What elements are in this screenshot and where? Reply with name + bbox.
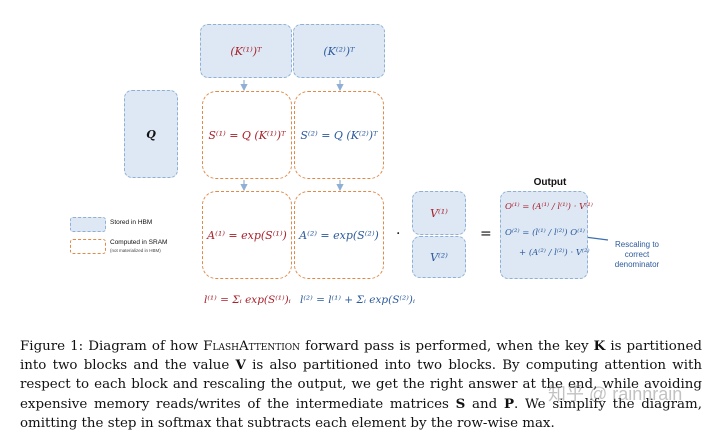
caption-p: P <box>503 395 515 412</box>
s2-formula: S⁽²⁾ = Q (K⁽²⁾)ᵀ <box>300 128 378 142</box>
s2-block: S⁽²⁾ = Q (K⁽²⁾)ᵀ <box>294 91 384 179</box>
a2-formula: A⁽²⁾ = exp(S⁽²⁾) <box>299 228 379 242</box>
legend-sram-swatch <box>70 239 106 254</box>
caption-part4: is also partitioned into two blocks. By … <box>20 358 702 412</box>
q-block: Q <box>124 90 178 178</box>
output-block: O⁽¹⁾ = (A⁽¹⁾ / l⁽¹⁾) · V⁽¹⁾ O⁽²⁾ = (l⁽¹⁾… <box>500 191 593 279</box>
s1-formula: S⁽¹⁾ = Q (K⁽¹⁾)ᵀ <box>208 128 286 142</box>
caption-v: V <box>235 357 246 374</box>
v2-block: V⁽²⁾ <box>412 236 466 278</box>
output-title: Output <box>533 177 567 188</box>
caption-part5: and <box>465 396 504 412</box>
caption-part2: forward pass is performed, when the key <box>300 339 594 354</box>
v1-block: V⁽¹⁾ <box>412 191 466 235</box>
equals-operator: = <box>480 226 492 242</box>
k2-transpose-block: (K⁽²⁾)ᵀ <box>293 24 385 78</box>
a1-block: A⁽¹⁾ = exp(S⁽¹⁾) <box>202 191 292 279</box>
dot-operator: · <box>396 226 401 242</box>
q-label: Q <box>146 127 156 141</box>
caption-brand: FlashAttention <box>203 339 301 354</box>
legend-hbm-swatch <box>70 217 106 232</box>
a1-formula: A⁽¹⁾ = exp(S⁽¹⁾) <box>207 228 287 242</box>
s1-block: S⁽¹⁾ = Q (K⁽¹⁾)ᵀ <box>202 91 292 179</box>
k1-transpose-label: (K⁽¹⁾)ᵀ <box>230 44 262 58</box>
k1-transpose-block: (K⁽¹⁾)ᵀ <box>200 24 292 78</box>
legend-sram-sublabel: (not materialized in HBM) <box>110 248 161 253</box>
output-o2-formula-line1: O⁽²⁾ = (l⁽¹⁾ / l⁽²⁾) O⁽¹⁾ <box>505 228 585 238</box>
watermark: 知乎 @ rainnrain <box>548 384 683 404</box>
caption-k: K <box>593 338 606 354</box>
output-o2-formula-line2: + (A⁽²⁾ / l⁽²⁾) · V⁽²⁾ <box>519 248 590 258</box>
output-o1-formula: O⁽¹⁾ = (A⁽¹⁾ / l⁽¹⁾) · V⁽¹⁾ <box>505 202 593 212</box>
k2-transpose-label: (K⁽²⁾)ᵀ <box>323 44 355 58</box>
l1-formula: l⁽¹⁾ = Σᵢ exp(S⁽¹⁾)ᵢ <box>204 294 291 306</box>
caption-part3: is partitioned into two blocks and the v… <box>20 339 702 374</box>
caption-s: S <box>455 395 466 412</box>
caption-part1: Figure 1: Diagram of how <box>20 339 204 354</box>
v1-label: V⁽¹⁾ <box>430 206 448 220</box>
legend-hbm-label: Stored in HBM <box>110 219 153 226</box>
rescaling-annotation: Rescaling to correct denominator <box>614 240 660 269</box>
a2-block: A⁽²⁾ = exp(S⁽²⁾) <box>294 191 384 279</box>
v2-label: V⁽²⁾ <box>430 250 448 264</box>
l2-formula: l⁽²⁾ = l⁽¹⁾ + Σᵢ exp(S⁽²⁾)ᵢ <box>300 294 415 306</box>
legend-sram-label: Computed in SRAM <box>110 239 168 246</box>
